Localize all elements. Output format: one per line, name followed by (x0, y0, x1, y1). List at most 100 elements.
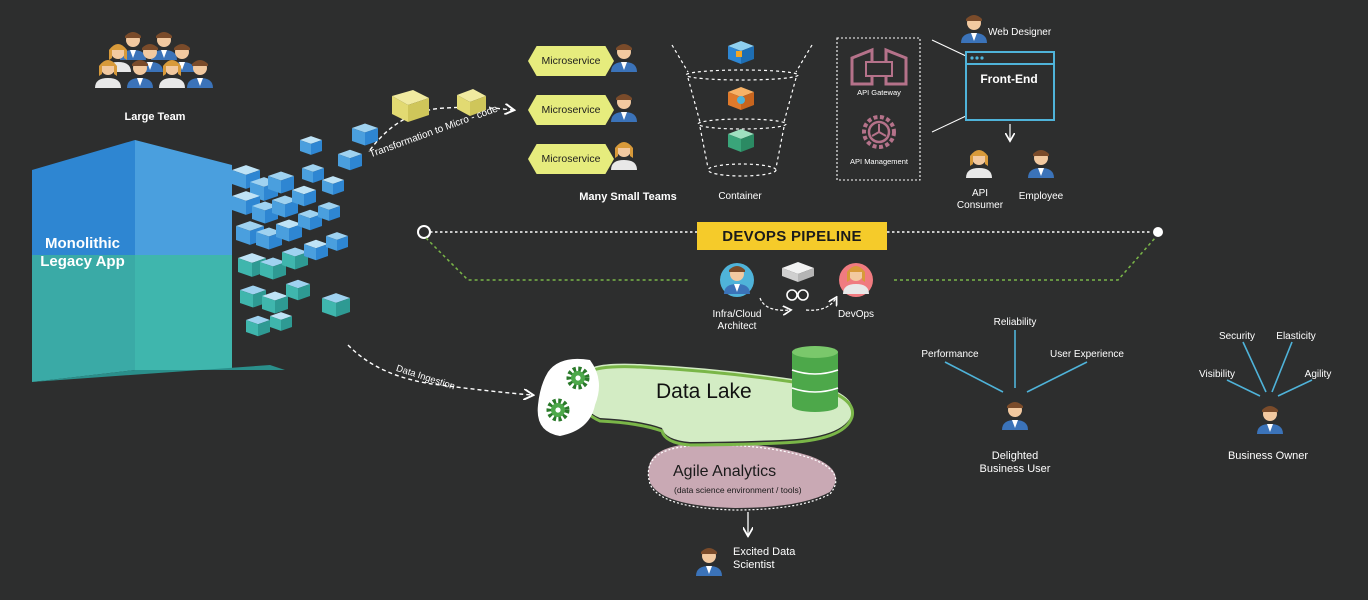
data-ingestion-arrow (347, 344, 532, 395)
large-team-label: Large Team (124, 111, 186, 123)
business-user-avatar (1002, 402, 1028, 430)
cube-fragment (252, 206, 265, 224)
business-user-rays (944, 330, 1088, 393)
cube-fragment (232, 196, 246, 215)
api-consumer-label: API Consumer (956, 188, 1004, 211)
data-lake-shape (537, 358, 855, 511)
microservice-3[interactable]: Microservice (528, 144, 614, 174)
cube-fragment (338, 154, 350, 171)
agility-label: Agility (1304, 369, 1332, 380)
cube-fragment (240, 290, 253, 308)
cube-fragment (318, 206, 329, 221)
cube-fragment (258, 320, 270, 337)
cube-fragment (246, 320, 258, 337)
cube-fragment (336, 298, 350, 317)
cube-fragment (295, 252, 308, 270)
cube-fragment (256, 227, 282, 237)
data-scientist-avatar (696, 548, 722, 576)
cube-fragment (292, 185, 316, 195)
cube-fragment (337, 236, 348, 251)
cube-fragment (313, 168, 324, 183)
cube-fragment (270, 312, 292, 320)
cube-fragment (300, 140, 311, 155)
cube-fragment (281, 176, 294, 194)
infra-architect-label: Infra/Cloud Architect (712, 309, 762, 332)
api-gateway-icon (850, 47, 908, 86)
agile-analytics-subtitle: (data science environment / tools) (674, 485, 802, 495)
cube-fragment (252, 201, 278, 211)
monolith-label: Monolithic Legacy App (40, 235, 125, 270)
security-label: Security (1218, 331, 1256, 342)
agile-analytics-label: Agile Analytics (673, 463, 777, 480)
container-boxes (728, 41, 754, 152)
cube-fragment (338, 149, 362, 159)
devops-pipeline-banner: DEVOPS PIPELINE (697, 222, 887, 250)
cube-fragment (350, 154, 362, 171)
large-team-crowd (95, 32, 213, 88)
cube-fragment (260, 262, 273, 280)
cube-fragment (322, 298, 336, 317)
cube-fragment (298, 284, 310, 301)
api-box (836, 37, 921, 181)
cube-fragment (281, 316, 292, 331)
cube-fragment (304, 190, 316, 207)
container-label: Container (718, 191, 762, 202)
cube-fragment (310, 214, 322, 231)
microservice-2[interactable]: Microservice (528, 95, 614, 125)
data-scientist-label: Excited Data Scientist (733, 546, 796, 571)
cube-fragment (236, 226, 250, 245)
business-owner-avatar (1257, 406, 1283, 434)
api-gateway-label: API Gateway (857, 88, 901, 97)
cube-fragment (333, 180, 344, 195)
cube-fragment (268, 176, 281, 194)
transformation-arrow (369, 107, 513, 151)
cube-fragment (238, 253, 266, 263)
cube-fragment (276, 219, 302, 229)
cube-fragment (275, 296, 288, 314)
cube-fragment (329, 206, 340, 221)
web-designer-label: Web Designer (988, 27, 1052, 38)
devops-pipeline-lines (417, 225, 1163, 281)
cube-fragment (289, 224, 302, 242)
cube-fragment (316, 244, 328, 261)
cube-fragment (238, 258, 252, 277)
elasticity-label: Elasticity (1276, 331, 1316, 342)
api-management-label: API Management (850, 157, 908, 166)
dissolving-blocks (232, 123, 378, 337)
microservice-1[interactable]: Microservice (528, 46, 614, 76)
micro-cubes (392, 89, 486, 122)
database-icon (791, 346, 839, 412)
cube-fragment (262, 296, 275, 314)
cube-fragment (272, 200, 285, 218)
devops-loop (720, 262, 873, 310)
cube-fragment (326, 236, 337, 251)
cube-fragment (273, 262, 286, 280)
business-owner-label: Business Owner (1227, 450, 1309, 462)
cube-fragment (232, 170, 246, 189)
front-end-label: Front-End (980, 72, 1038, 86)
performance-label: Performance (921, 349, 979, 360)
cube-fragment (292, 190, 304, 207)
cube-fragment (270, 316, 281, 331)
reliability-label: Reliability (993, 317, 1037, 328)
cube-fragment (276, 224, 289, 242)
cube-fragment (268, 171, 294, 181)
monolith-cube (32, 140, 285, 382)
cube-fragment (304, 244, 316, 261)
cube-fragment (285, 200, 298, 218)
cube-fragment (298, 209, 322, 219)
cube-fragment (365, 128, 378, 146)
user-experience-label: User Experience (1050, 349, 1124, 360)
cube-fragment (272, 195, 298, 205)
business-owner-rays (1226, 341, 1313, 397)
microservice-people (611, 44, 637, 170)
cube-fragment (286, 284, 298, 301)
cube-fragment (282, 252, 295, 270)
devops-label: DevOps (837, 309, 875, 320)
cube-fragment (302, 168, 313, 183)
cube-fragment (311, 140, 322, 155)
business-user-label: Delighted Business User (979, 450, 1051, 475)
cube-fragment (256, 232, 269, 250)
